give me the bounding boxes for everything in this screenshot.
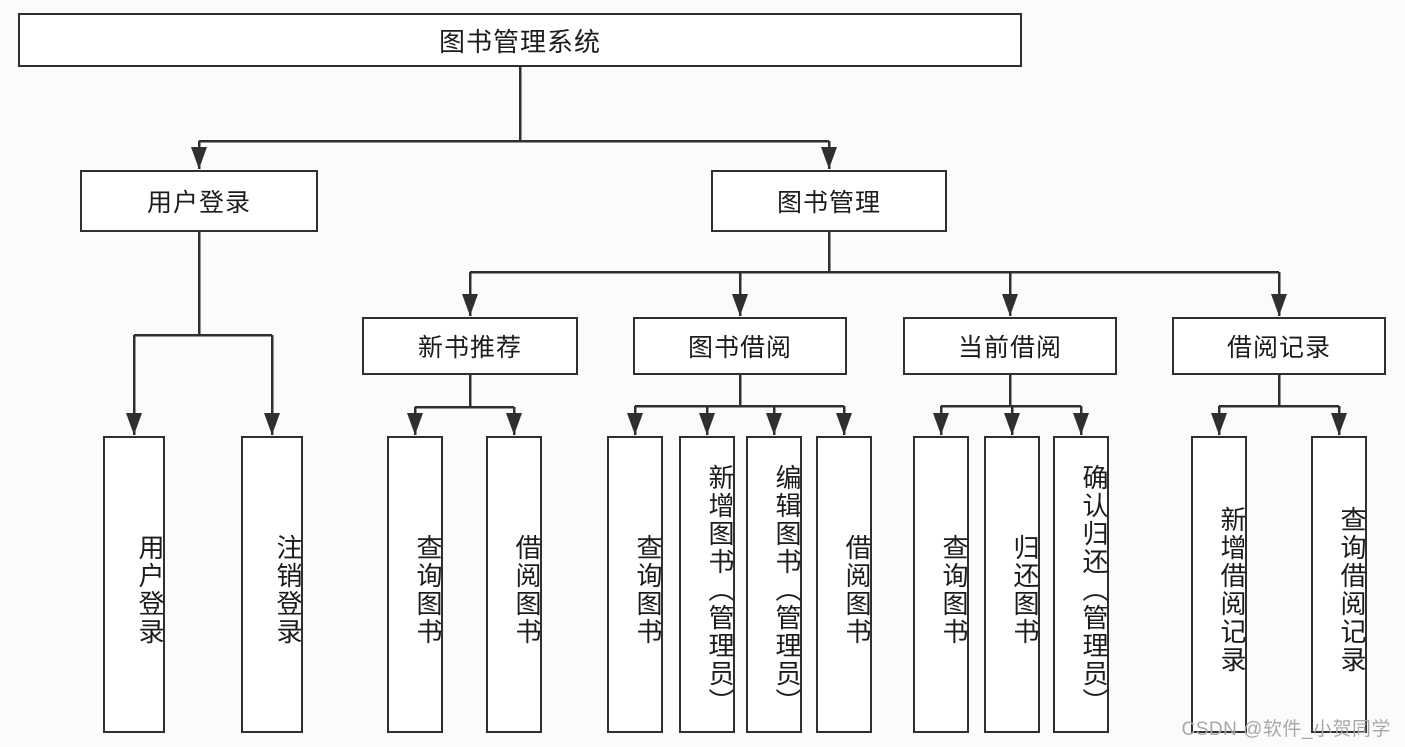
node-label: 查询图书 bbox=[939, 533, 969, 646]
arrowhead bbox=[407, 413, 423, 435]
node-label: 确认归还（管理员） bbox=[1079, 463, 1109, 716]
node-label: 查询借阅记录 bbox=[1337, 505, 1367, 674]
node-label: 当前借阅 bbox=[957, 334, 1062, 362]
node-leaf-query-book-2[interactable]: 查询图书 bbox=[607, 436, 663, 733]
node-leaf-user-login[interactable]: 用户登录 bbox=[103, 436, 165, 733]
arrowhead bbox=[627, 413, 643, 435]
node-label: 图书管理 bbox=[776, 189, 881, 217]
arrowhead bbox=[1002, 294, 1018, 316]
arrowhead bbox=[836, 413, 852, 435]
arrowhead bbox=[766, 413, 782, 435]
node-leaf-query-book-3[interactable]: 查询图书 bbox=[913, 436, 969, 733]
node-label: 用户登录 bbox=[135, 533, 165, 646]
node-book-manage[interactable]: 图书管理 bbox=[711, 170, 947, 232]
node-user-login[interactable]: 用户登录 bbox=[80, 170, 318, 232]
node-leaf-query-book-1[interactable]: 查询图书 bbox=[387, 436, 443, 733]
arrowhead bbox=[1004, 413, 1020, 435]
arrowhead bbox=[1331, 413, 1347, 435]
node-leaf-borrow-book-1[interactable]: 借阅图书 bbox=[486, 436, 542, 733]
arrowhead bbox=[821, 147, 837, 169]
node-leaf-add-record[interactable]: 新增借阅记录 bbox=[1191, 436, 1247, 733]
arrowhead bbox=[732, 294, 748, 316]
arrowhead bbox=[933, 413, 949, 435]
node-leaf-borrow-book-2[interactable]: 借阅图书 bbox=[816, 436, 872, 733]
node-leaf-logout[interactable]: 注销登录 bbox=[241, 436, 303, 733]
node-label: 注销登录 bbox=[273, 533, 303, 646]
node-label: 归还图书 bbox=[1010, 533, 1040, 646]
node-label: 查询图书 bbox=[633, 533, 663, 646]
arrowhead bbox=[1271, 294, 1287, 316]
node-label: 用户登录 bbox=[146, 189, 251, 217]
node-book-borrow[interactable]: 图书借阅 bbox=[633, 317, 847, 375]
node-label: 图书借阅 bbox=[687, 334, 792, 362]
arrowhead bbox=[462, 294, 478, 316]
node-leaf-return-book[interactable]: 归还图书 bbox=[984, 436, 1040, 733]
node-leaf-confirm-return[interactable]: 确认归还（管理员） bbox=[1053, 436, 1109, 733]
node-label: 借阅图书 bbox=[512, 533, 542, 646]
node-new-book-rec[interactable]: 新书推荐 bbox=[362, 317, 578, 375]
node-borrow-record[interactable]: 借阅记录 bbox=[1172, 317, 1386, 375]
arrowhead bbox=[1211, 413, 1227, 435]
node-label: 查询图书 bbox=[413, 533, 443, 646]
node-current-borrow[interactable]: 当前借阅 bbox=[903, 317, 1117, 375]
arrowhead bbox=[264, 413, 280, 435]
node-label: 借阅图书 bbox=[842, 533, 872, 646]
node-label: 图书管理系统 bbox=[438, 26, 601, 57]
node-leaf-query-record[interactable]: 查询借阅记录 bbox=[1311, 436, 1367, 733]
node-leaf-edit-book[interactable]: 编辑图书（管理员） bbox=[746, 436, 802, 733]
arrowhead bbox=[1073, 413, 1089, 435]
node-leaf-add-book[interactable]: 新增图书（管理员） bbox=[679, 436, 735, 733]
node-root[interactable]: 图书管理系统 bbox=[18, 13, 1022, 67]
node-label: 借阅记录 bbox=[1226, 334, 1331, 362]
node-label: 新增图书（管理员） bbox=[705, 463, 735, 716]
node-label: 新增借阅记录 bbox=[1217, 505, 1247, 674]
node-label: 新书推荐 bbox=[417, 334, 522, 362]
node-label: 编辑图书（管理员） bbox=[772, 463, 802, 716]
arrowhead bbox=[506, 413, 522, 435]
arrowhead bbox=[126, 413, 142, 435]
arrowhead bbox=[699, 413, 715, 435]
watermark: CSDN @软件_小贺同学 bbox=[1181, 719, 1391, 740]
arrowhead bbox=[191, 147, 207, 169]
